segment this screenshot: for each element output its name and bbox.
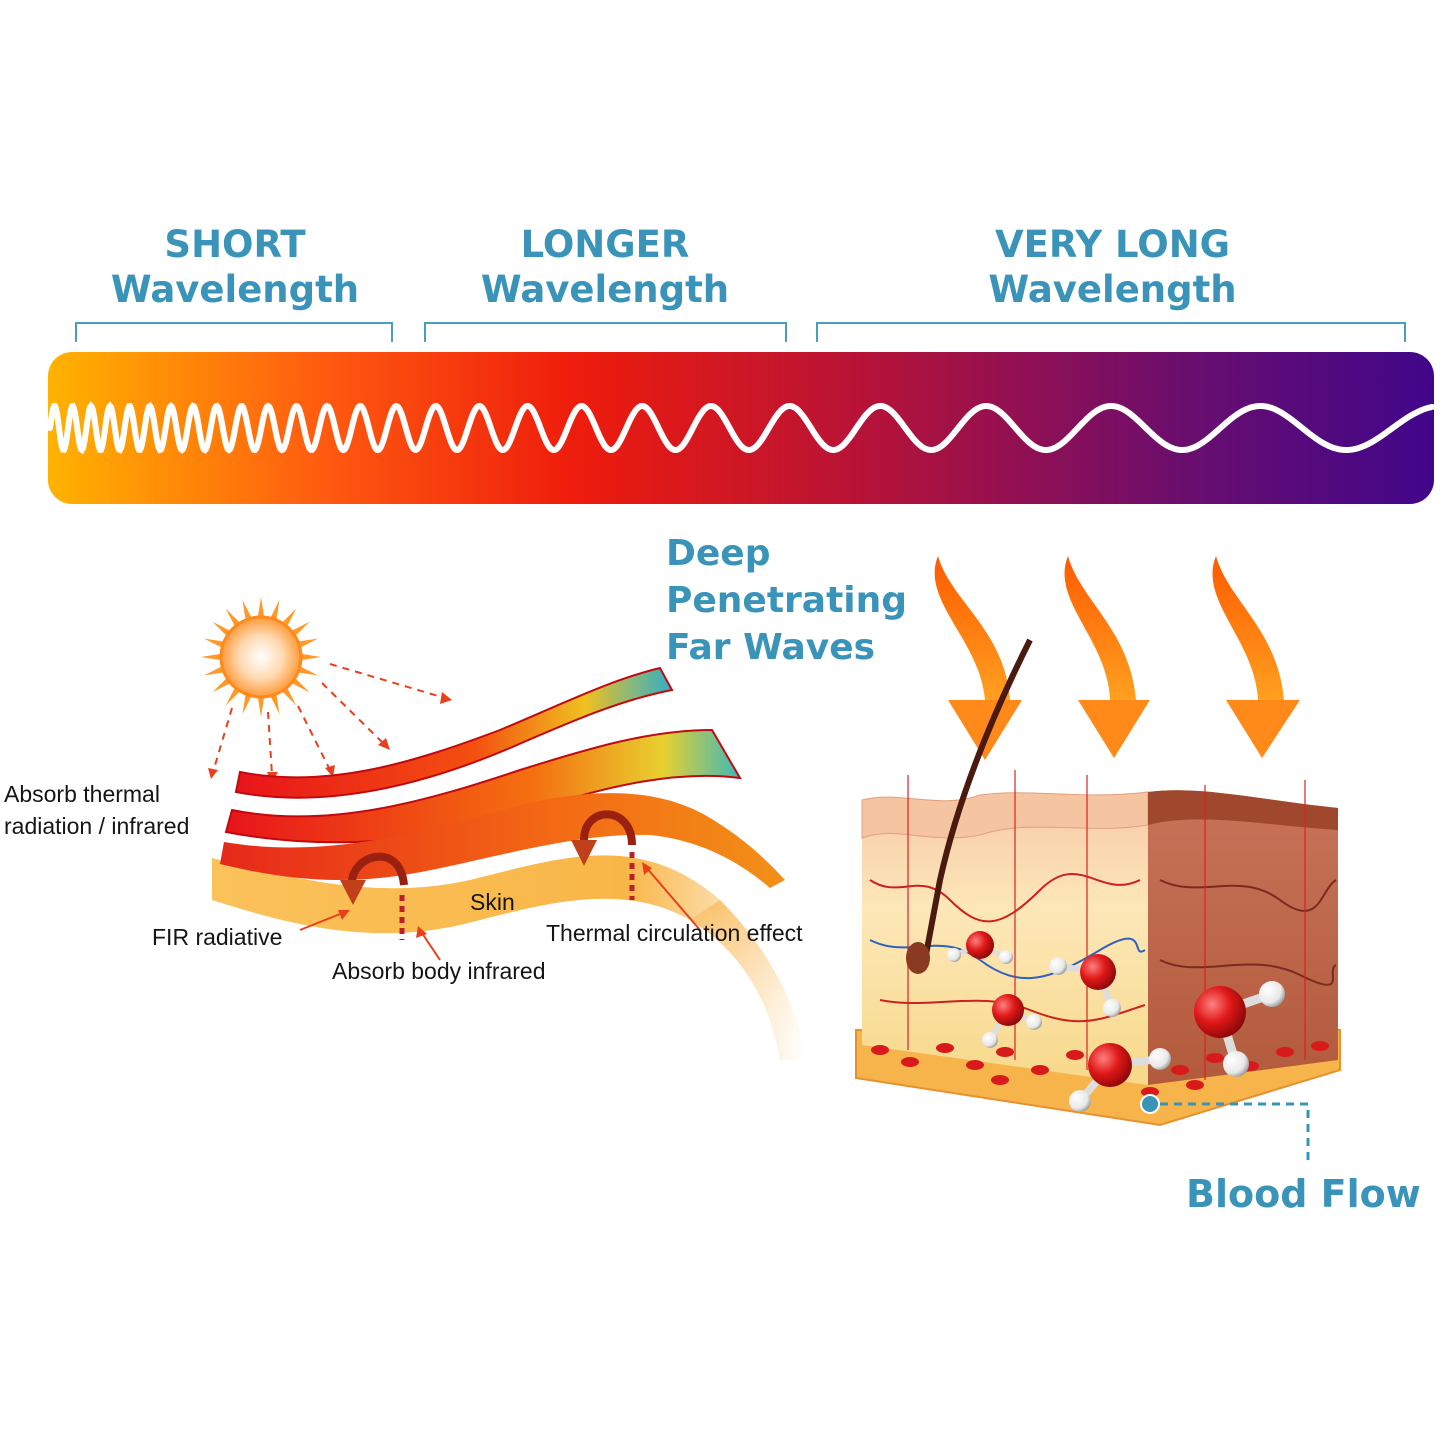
short-line2: Wavelength <box>110 268 360 311</box>
blood-cell <box>1141 1087 1159 1097</box>
sun-ray <box>203 666 225 676</box>
thermal-circulation-arrow-right <box>580 810 636 846</box>
blood-cell <box>936 1043 954 1053</box>
sun-ray <box>297 666 319 676</box>
short-line1: SHORT <box>164 223 306 266</box>
blood-flow-marker <box>1140 1094 1160 1114</box>
deep-line1: Deep <box>666 533 771 574</box>
blood-flow-label: Blood Flow <box>1186 1172 1421 1216</box>
blood-cell <box>966 1060 984 1070</box>
blood-cell <box>1206 1053 1224 1063</box>
blood-cell <box>1171 1065 1189 1075</box>
sun-ray <box>297 638 319 648</box>
absorb-thermal-line1: Absorb thermal <box>4 781 160 807</box>
deep-line2: Penetrating <box>666 580 908 621</box>
wave-line <box>47 401 1435 455</box>
fir-radiative-label: FIR radiative <box>152 924 283 950</box>
blood-cell <box>1031 1065 1049 1075</box>
water-molecule-icon <box>1194 981 1285 1077</box>
sun-ray-arrows <box>212 663 446 776</box>
skin-band <box>212 855 805 1060</box>
blood-cell <box>996 1047 1014 1057</box>
very-long-bracket <box>816 322 1406 342</box>
sun-ray <box>300 653 321 661</box>
heat-arrow-icon-2 <box>1064 556 1150 758</box>
sun-ray <box>257 597 265 618</box>
sun-ray <box>212 621 231 637</box>
sun-ray <box>291 677 310 693</box>
longer-wavelength-label: LONGER Wavelength <box>460 222 750 312</box>
absorb-body-label: Absorb body infrared <box>332 958 546 984</box>
sun-ray <box>212 677 231 693</box>
absorb-thermal-line2: radiation / infrared <box>4 813 190 839</box>
sun-ray <box>242 693 252 715</box>
water-molecule-icon <box>947 931 1013 964</box>
very-long-wavelength-label: VERY LONG Wavelength <box>955 222 1270 312</box>
blood-cell <box>871 1045 889 1055</box>
heat-arrow-icon-1 <box>934 556 1022 760</box>
sun-ray <box>201 653 222 661</box>
blood-cell <box>1066 1050 1084 1060</box>
water-molecule-icon <box>982 994 1042 1048</box>
blood-cell <box>991 1075 1009 1085</box>
blood-cell <box>1311 1041 1329 1051</box>
short-wavelength-label: SHORT Wavelength <box>90 222 380 312</box>
sun-ray <box>242 599 252 621</box>
sun-ray <box>270 693 280 715</box>
skin-cross-section <box>855 638 1341 1127</box>
sun-ray <box>225 608 241 627</box>
very-long-line1: VERY LONG <box>994 223 1231 266</box>
sun-ray <box>270 599 280 621</box>
spectrum-bar <box>48 352 1434 504</box>
deep-penetrating-label: Deep Penetrating Far Waves <box>666 530 907 671</box>
very-long-line2: Wavelength <box>988 268 1237 311</box>
heat-arrow-icon-3 <box>1212 556 1300 758</box>
short-bracket <box>75 322 393 342</box>
deep-line3: Far Waves <box>666 627 876 668</box>
sun-ray <box>203 638 225 648</box>
blood-cell <box>901 1057 919 1067</box>
blood-flow-leader <box>1160 1102 1310 1165</box>
blood-cell <box>1186 1080 1204 1090</box>
band-top <box>234 666 674 799</box>
sun-ray <box>225 687 241 706</box>
sun-ray <box>281 687 297 706</box>
sun-ray <box>257 696 265 717</box>
water-molecule-icon <box>1069 1043 1171 1112</box>
fir-circulation-arrow-left <box>348 852 408 886</box>
water-molecule-icons <box>947 931 1285 1112</box>
water-molecule-icon <box>1049 954 1121 1017</box>
blood-cell <box>1276 1047 1294 1057</box>
longer-bracket <box>424 322 787 342</box>
skin-label: Skin <box>470 889 515 915</box>
sun-ray-arrowheads <box>208 692 452 783</box>
sun-ray <box>281 608 297 627</box>
longer-line2: Wavelength <box>480 268 730 311</box>
longer-line1: LONGER <box>520 223 690 266</box>
absorb-thermal-label: Absorb thermal radiation / infrared <box>4 778 189 842</box>
thermal-arrowhead-right <box>571 840 597 866</box>
thermal-circulation-label: Thermal circulation effect <box>546 920 803 946</box>
sun-ray <box>291 621 310 637</box>
fir-arrowhead-left <box>340 880 366 905</box>
sun-icon <box>201 597 321 717</box>
